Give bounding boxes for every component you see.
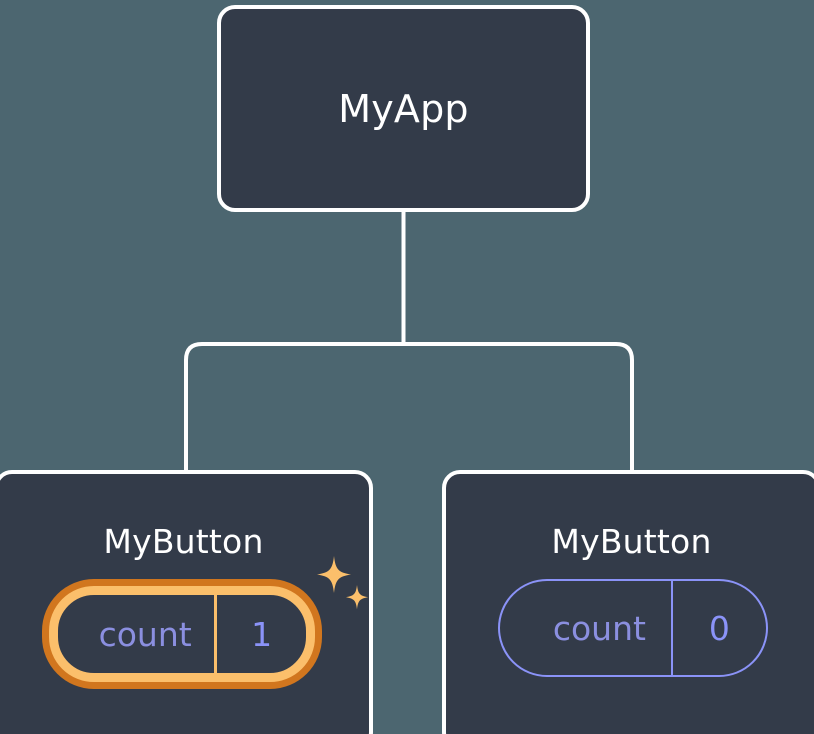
node-mybutton-left-label: MyButton [103,522,264,561]
state-pill-left-wrap: count 1 [42,579,322,689]
state-pill-left-inner: count 1 [49,586,315,682]
node-mybutton-right-label: MyButton [551,522,712,561]
state-key-right: count [552,608,646,648]
state-value-right: 0 [670,581,766,675]
connector-branch-bar [184,342,634,470]
state-pill-right-wrap: count 0 [498,579,768,677]
node-myapp[interactable]: MyApp [217,5,590,212]
node-mybutton-left[interactable]: MyButton count 1 [0,470,373,734]
state-value-left: 1 [214,595,306,673]
state-pill-right[interactable]: count 0 [498,579,768,677]
state-key-left: count [98,614,192,654]
node-myapp-label: MyApp [338,87,469,131]
node-mybutton-right[interactable]: MyButton count 0 [442,470,814,734]
state-pill-left[interactable]: count 1 [42,579,322,689]
